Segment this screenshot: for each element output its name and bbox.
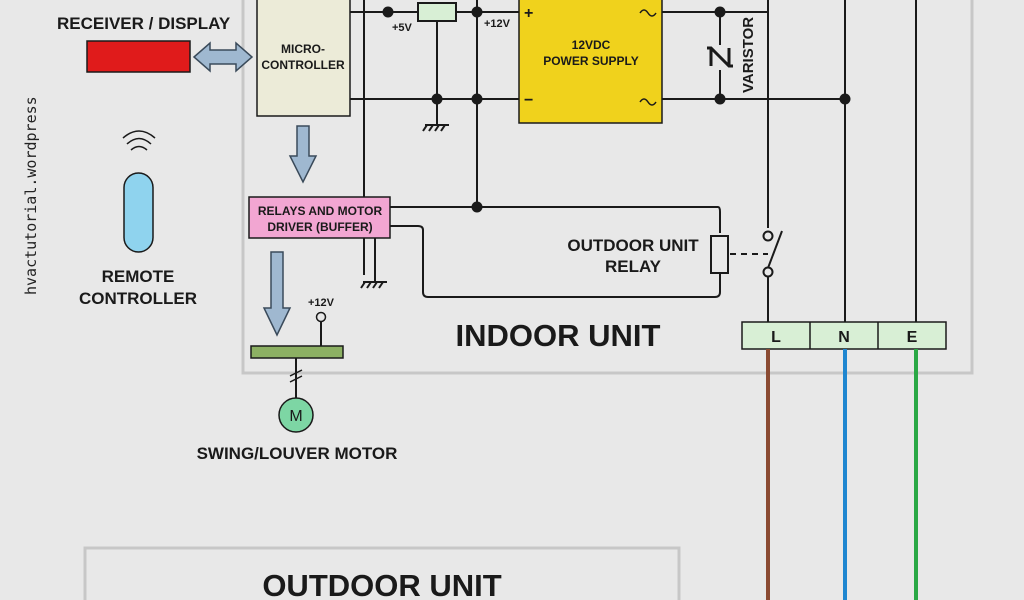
remote-controller-label-1: REMOTE bbox=[102, 267, 175, 286]
relay-switch-contact bbox=[762, 230, 783, 278]
junction-dots bbox=[382, 6, 851, 213]
varistor-label: VARISTOR bbox=[740, 17, 757, 93]
remote-controller bbox=[123, 172, 154, 253]
relays-driver-block bbox=[248, 196, 391, 239]
outdoor-unit-box bbox=[83, 546, 681, 600]
swing-motor-label: SWING/LOUVER MOTOR bbox=[197, 444, 398, 463]
microcontroller-block bbox=[256, 0, 351, 117]
arrow-down-icon bbox=[288, 125, 318, 184]
ground-symbol-driver bbox=[360, 281, 387, 289]
swing-motor bbox=[278, 397, 314, 433]
relays-driver-label-1: RELAYS AND MOTOR bbox=[258, 204, 383, 218]
receiver-display bbox=[86, 40, 191, 73]
terminal-neutral-label: N bbox=[838, 329, 850, 346]
ground-symbol-top bbox=[422, 124, 449, 132]
terminal-earth-label: E bbox=[907, 329, 918, 346]
bidirectional-arrow-icon bbox=[192, 41, 254, 73]
watermark-text: hvactutorial.wordpress bbox=[22, 96, 40, 295]
resistor bbox=[417, 2, 457, 22]
voltage-12v-top-label: +12V bbox=[484, 18, 511, 30]
outdoor-relay-label-2: RELAY bbox=[605, 257, 662, 276]
relays-driver-label-2: DRIVER (BUFFER) bbox=[267, 220, 372, 234]
supply-terminal bbox=[315, 311, 327, 323]
varistor-symbol bbox=[707, 45, 733, 70]
power-supply-minus: − bbox=[524, 92, 533, 109]
circuit-wires bbox=[295, 0, 917, 398]
indoor-unit-title: INDOOR UNIT bbox=[456, 318, 661, 353]
motor-symbol-label: M bbox=[289, 408, 302, 425]
voltage-12v-motor-label: +12V bbox=[308, 297, 335, 309]
power-supply-label-2: POWER SUPPLY bbox=[543, 54, 639, 68]
voltage-5v-label: +5V bbox=[392, 22, 413, 34]
power-supply-block bbox=[518, 0, 663, 124]
relay-coil bbox=[710, 235, 729, 274]
outdoor-unit-title: OUTDOOR UNIT bbox=[262, 568, 501, 600]
outdoor-relay-label-1: OUTDOOR UNIT bbox=[567, 236, 699, 255]
wireless-signal-icon bbox=[122, 130, 156, 151]
receiver-display-label: RECEIVER / DISPLAY bbox=[57, 14, 231, 33]
louver-bar bbox=[250, 345, 344, 359]
remote-controller-label-2: CONTROLLER bbox=[79, 289, 197, 308]
ac-symbol-icon bbox=[639, 9, 657, 17]
arrow-down-icon bbox=[262, 251, 292, 337]
power-supply-plus: + bbox=[524, 5, 533, 22]
power-supply-label-1: 12VDC bbox=[572, 38, 611, 52]
bus-slash-marks bbox=[289, 369, 303, 383]
microcontroller-label-2: CONTROLLER bbox=[261, 58, 345, 72]
terminal-live-label: L bbox=[771, 329, 781, 346]
indoor-unit-outline bbox=[241, 0, 974, 375]
ac-symbol-icon bbox=[639, 98, 657, 106]
microcontroller-label-1: MICRO- bbox=[281, 42, 325, 56]
